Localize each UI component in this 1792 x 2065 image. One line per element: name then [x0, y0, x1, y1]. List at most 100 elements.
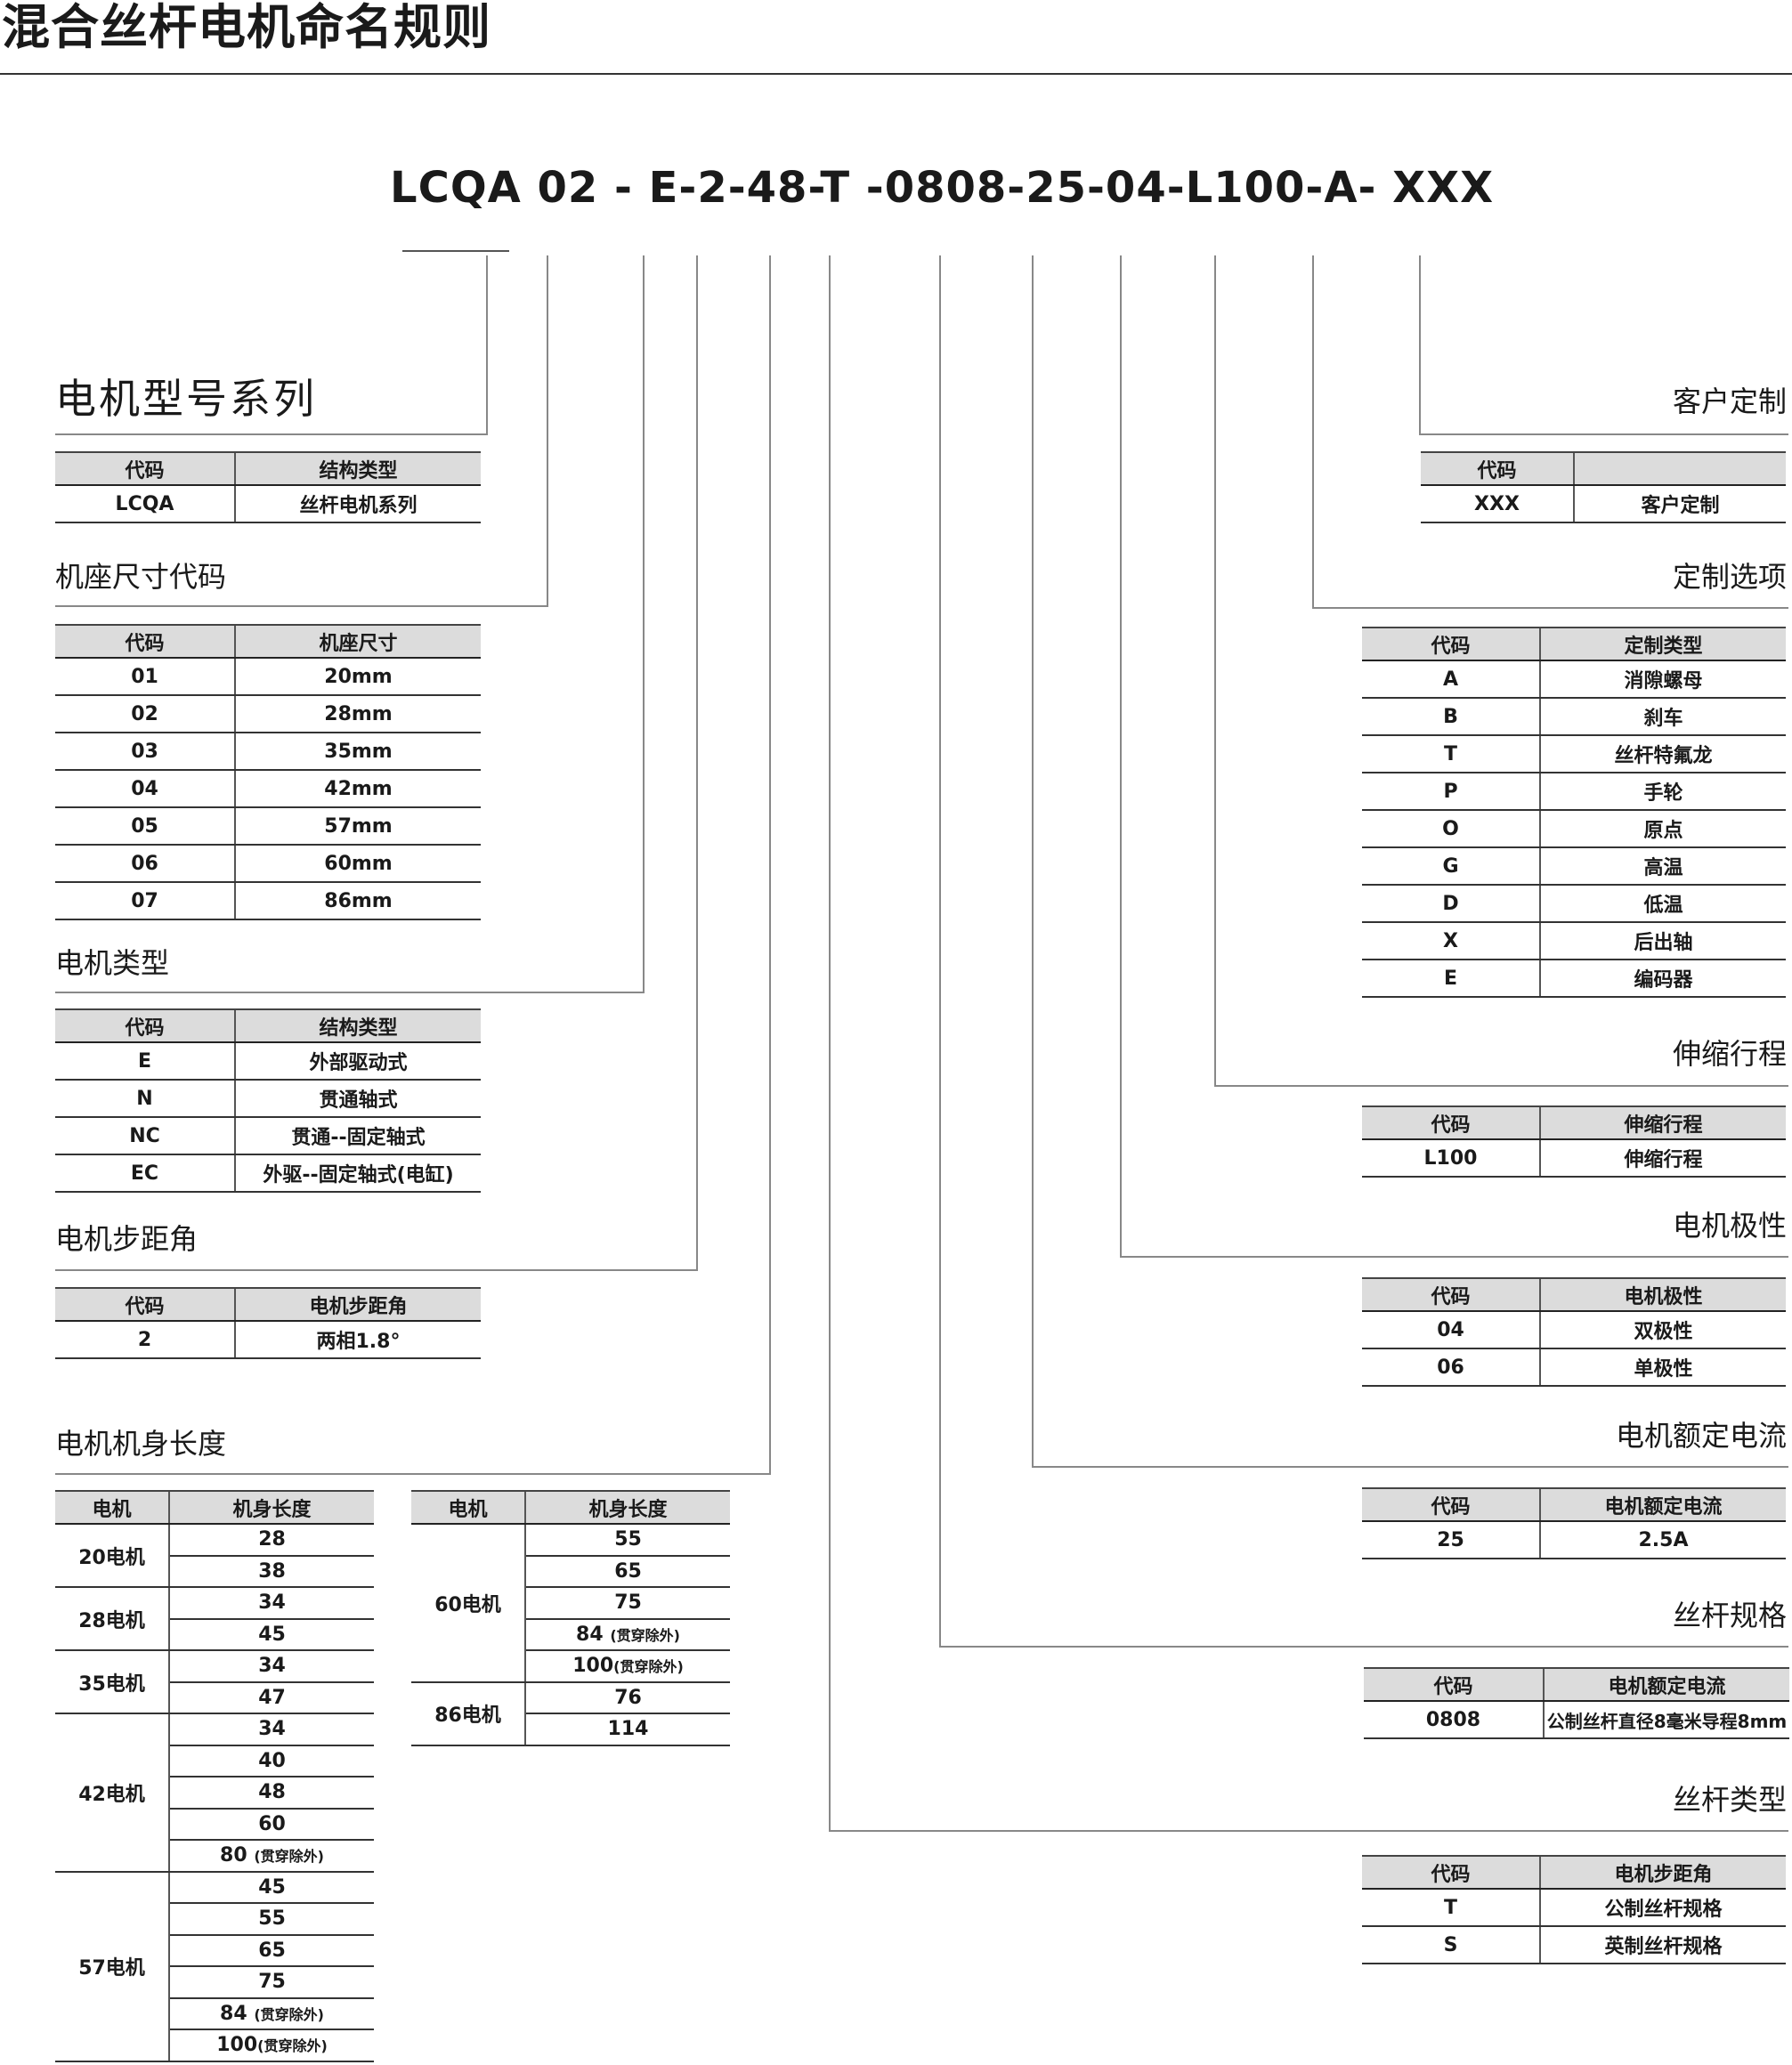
cell-code: D — [1362, 885, 1540, 923]
model-code: LCQA 02 - E-2-48-T -0808-25-04-L100-A- X… — [390, 163, 1495, 213]
header-step-angle: 电机步距角 — [234, 1287, 481, 1322]
connector-polarity-h — [1120, 1256, 1788, 1258]
cell-value: 28mm — [234, 695, 481, 733]
length-value: 84 — [576, 1623, 604, 1646]
cell-motor: 35电机 — [55, 1650, 170, 1714]
cell-value: 丝杆电机系列 — [234, 485, 481, 523]
cell-length: 45 — [168, 1871, 374, 1904]
cell-value: 高温 — [1539, 847, 1786, 886]
length-note: (贯穿除外) — [610, 1626, 680, 1644]
cell-code: L100 — [1362, 1139, 1540, 1178]
connector-screwspec-h — [939, 1646, 1788, 1648]
cell-length: 65 — [525, 1555, 730, 1588]
cell-code: 03 — [55, 733, 235, 771]
header-code: 代码 — [1362, 1855, 1540, 1890]
header-code: 代码 — [1364, 1667, 1544, 1702]
cell-length: 28 — [168, 1524, 374, 1557]
title-divider — [0, 73, 1792, 75]
cell-code: S — [1362, 1926, 1540, 1964]
cell-code: N — [55, 1080, 235, 1118]
cell-code: P — [1362, 773, 1540, 811]
cell-length: 34 — [168, 1587, 374, 1620]
header-polarity: 电机极性 — [1539, 1277, 1786, 1312]
connector-type-h — [55, 992, 645, 993]
table-row: 45 — [55, 1618, 374, 1651]
section-title-options: 定制选项 — [1672, 560, 1787, 594]
cell-code: 06 — [1362, 1348, 1540, 1387]
cell-value: 编码器 — [1539, 960, 1786, 998]
cell-value: 单极性 — [1539, 1348, 1786, 1387]
cell-code: 0808 — [1364, 1701, 1544, 1739]
cell-value: 消隙螺母 — [1539, 660, 1786, 699]
cell-code: 05 — [55, 807, 235, 846]
cell-code: A — [1362, 660, 1540, 699]
header-screw-type: 电机步距角 — [1539, 1855, 1786, 1890]
header-structure-type: 结构类型 — [234, 1008, 481, 1043]
series-code-underline — [402, 250, 509, 252]
header-stroke: 伸缩行程 — [1539, 1105, 1786, 1140]
cell-length: 100(贯穿除外) — [525, 1650, 730, 1683]
cell-value: 公制丝杆规格 — [1539, 1889, 1786, 1927]
cell-length: 34 — [168, 1713, 374, 1746]
cell-value: 60mm — [234, 845, 481, 883]
connector-customer-h — [1419, 433, 1788, 435]
connector-series-h — [55, 433, 488, 435]
cell-value: 低温 — [1539, 885, 1786, 923]
length-value: 80 — [220, 1844, 247, 1867]
cell-value: 手轮 — [1539, 773, 1786, 811]
connector-screwspec-v — [939, 255, 941, 1648]
section-title-motor-type: 电机类型 — [55, 946, 170, 980]
cell-length: 48 — [169, 1777, 374, 1810]
cell-motor: 42电机 — [55, 1713, 170, 1873]
cell-value: 42mm — [234, 770, 481, 808]
section-title-screw-type: 丝杆类型 — [1672, 1783, 1787, 1817]
cell-length: 55 — [524, 1524, 730, 1557]
section-title-series: 电机型号系列 — [55, 375, 317, 423]
cell-code: 04 — [1362, 1311, 1540, 1349]
header-frame-size: 机座尺寸 — [234, 624, 481, 659]
section-title-step-angle: 电机步距角 — [55, 1222, 199, 1256]
header-code: 代码 — [55, 1008, 235, 1043]
section-title-body-length: 电机机身长度 — [55, 1427, 227, 1461]
connector-length-v — [769, 255, 771, 1475]
cell-value: 双极性 — [1539, 1311, 1786, 1349]
header-structure-type: 结构类型 — [234, 451, 481, 486]
connector-length-h — [55, 1473, 771, 1475]
length-value: 84 — [220, 2002, 247, 2025]
cell-code: 06 — [55, 845, 235, 883]
cell-motor: 60电机 — [411, 1524, 526, 1683]
cell-code: G — [1362, 847, 1540, 886]
header-code: 代码 — [1362, 627, 1540, 661]
cell-value: 贯通--固定轴式 — [234, 1117, 481, 1155]
table-row: 100(贯穿除外) — [55, 2029, 374, 2062]
table-row: 75 — [55, 1966, 374, 1999]
cell-code: 2 — [55, 1321, 235, 1359]
cell-value: 伸缩行程 — [1539, 1139, 1786, 1178]
